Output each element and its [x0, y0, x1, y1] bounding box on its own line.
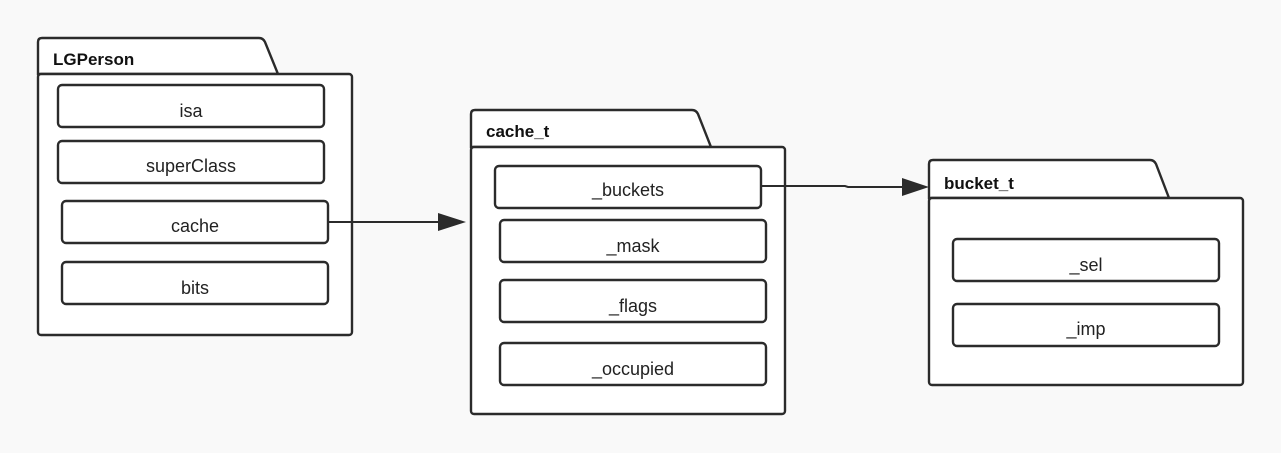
field-bits-label: bits [181, 278, 209, 298]
arrowhead-icon [438, 213, 466, 231]
field-flags-label: _flags [608, 296, 657, 317]
package-lgperson[interactable]: LGPerson isa superClass cache bits [36, 36, 354, 337]
package-cache-t-title: cache_t [486, 122, 550, 141]
field-occupied-label: _occupied [591, 359, 674, 380]
field-mask[interactable]: _mask [498, 218, 768, 264]
field-imp-label: _imp [1065, 319, 1105, 340]
field-cache[interactable]: cache [60, 199, 330, 245]
field-superclass-label: superClass [146, 156, 236, 176]
connector-cache-to-cache-t[interactable] [328, 213, 466, 231]
field-buckets[interactable]: _buckets [493, 164, 763, 210]
field-cache-label: cache [171, 216, 219, 236]
package-lgperson-title: LGPerson [53, 50, 134, 69]
field-superclass[interactable]: superClass [56, 139, 326, 185]
package-bucket-t-body [927, 196, 1245, 387]
field-flags[interactable]: _flags [498, 278, 768, 324]
field-sel-label: _sel [1068, 255, 1102, 276]
field-isa[interactable]: isa [56, 83, 326, 129]
package-bucket-t-title: bucket_t [944, 174, 1014, 193]
field-sel[interactable]: _sel [951, 237, 1221, 283]
field-mask-label: _mask [605, 236, 660, 257]
arrowhead-icon [902, 178, 929, 196]
field-isa-label: isa [179, 101, 203, 121]
field-imp[interactable]: _imp [951, 302, 1221, 348]
connector-buckets-to-bucket-t[interactable] [761, 178, 929, 196]
field-occupied[interactable]: _occupied [498, 341, 768, 387]
field-buckets-label: _buckets [591, 180, 664, 201]
package-cache-t-tab [469, 108, 713, 149]
package-cache-t[interactable]: cache_t _buckets _mask _flags _occupied [469, 108, 787, 416]
package-bucket-t[interactable]: bucket_t _sel _imp [927, 158, 1245, 387]
package-bucket-t-tab [927, 158, 1171, 200]
package-lgperson-tab [36, 36, 280, 76]
field-bits[interactable]: bits [60, 260, 330, 306]
